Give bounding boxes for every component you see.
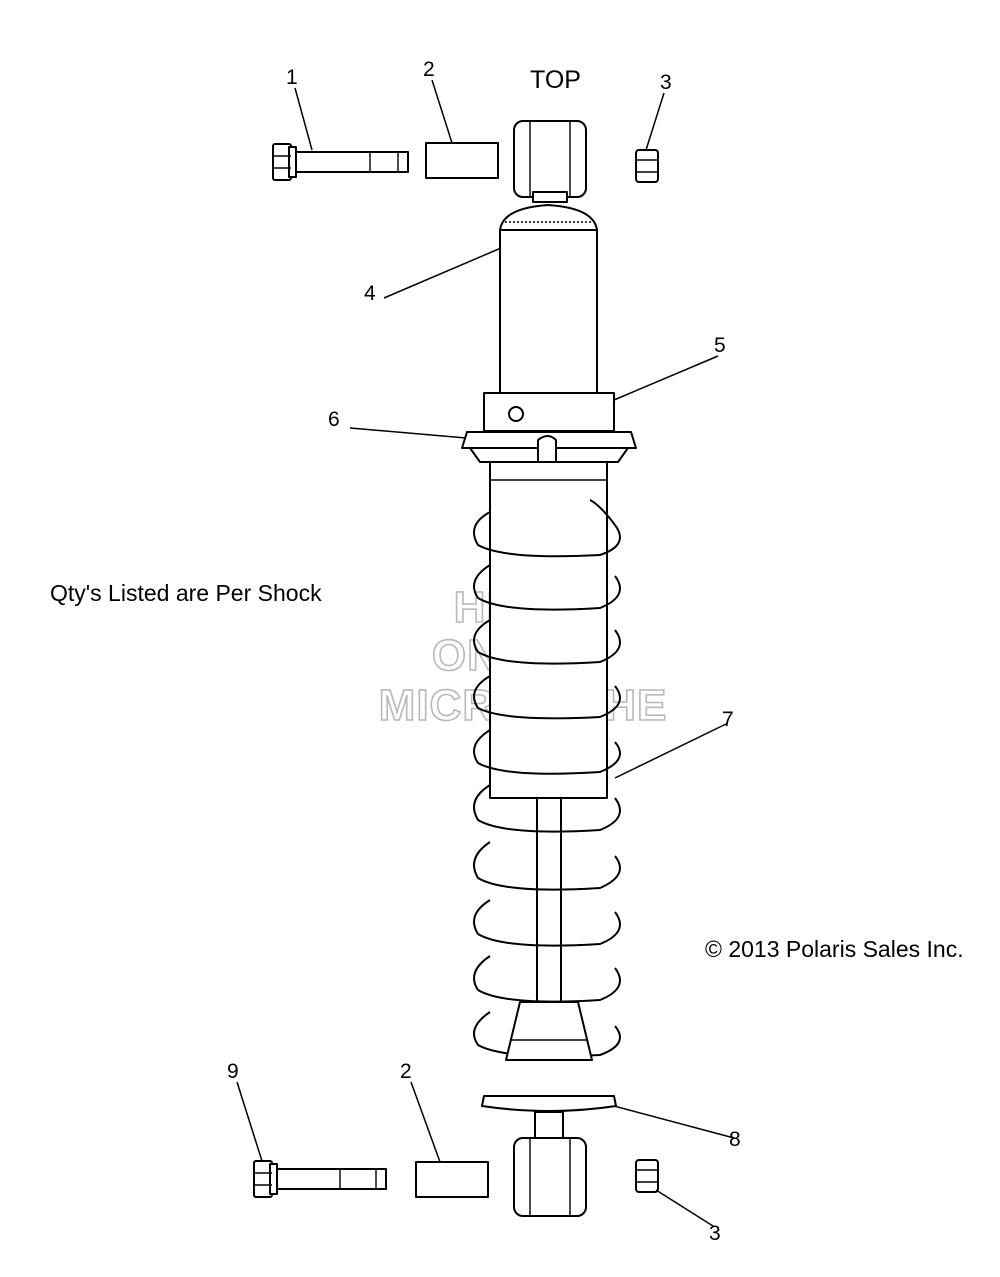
callout-2-bottom: 2 [400, 1060, 412, 1083]
callout-3-bottom: 3 [709, 1222, 721, 1245]
preload-collar [483, 392, 615, 432]
callout-2-top: 2 [423, 58, 435, 81]
top-bolt [272, 143, 409, 181]
callout-9: 9 [227, 1060, 239, 1083]
bottom-nut [635, 1159, 659, 1193]
shock-body [499, 204, 598, 394]
damper-tube [489, 461, 608, 1027]
coil-spring [473, 499, 621, 1058]
callout-1: 1 [286, 66, 298, 89]
callout-3-top: 3 [660, 71, 672, 94]
callout-5: 5 [714, 334, 726, 357]
callout-6: 6 [328, 408, 340, 431]
callout-4: 4 [364, 282, 376, 305]
bottom-bolt [253, 1160, 387, 1198]
top-eyelet [513, 120, 587, 203]
bottom-bushing [415, 1161, 489, 1198]
copyright-text: © 2013 Polaris Sales Inc. [705, 936, 964, 962]
lower-spring-retainer [481, 1095, 617, 1112]
bottom-eyelet [513, 1111, 587, 1217]
callout-7: 7 [722, 708, 734, 731]
top-orientation-label: TOP [530, 66, 581, 94]
top-bushing [425, 142, 499, 179]
leader-lines [236, 79, 735, 1227]
callout-8: 8 [729, 1128, 741, 1151]
quantity-note: Qty's Listed are Per Shock [50, 580, 322, 606]
top-nut [635, 149, 659, 183]
bottom-bumper [505, 1001, 593, 1061]
